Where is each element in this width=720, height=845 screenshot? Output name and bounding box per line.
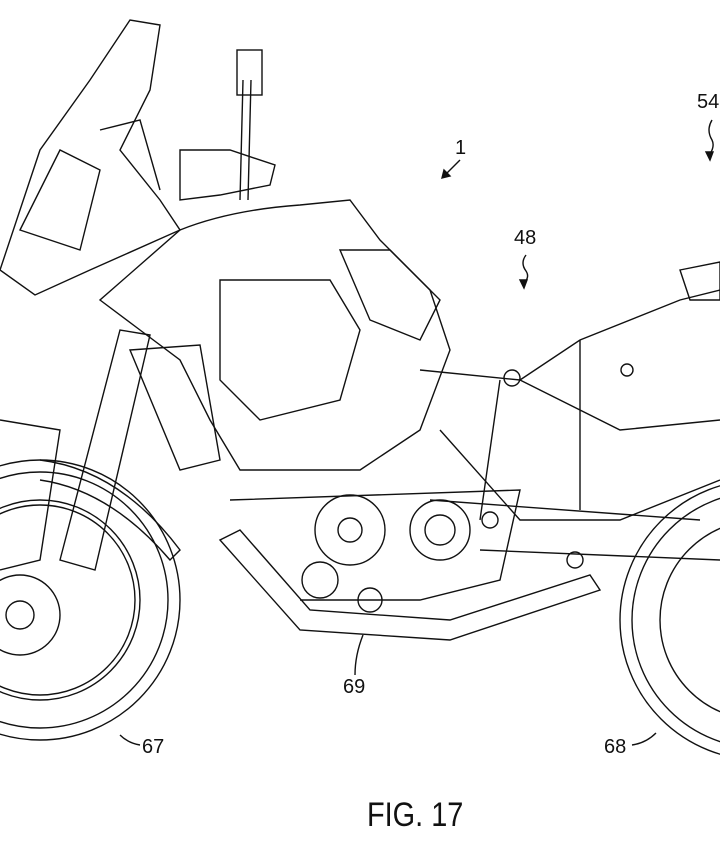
mirror: [236, 49, 263, 201]
label-vehicle: 1: [455, 137, 467, 159]
engine-guard: [218, 529, 602, 641]
engine: [229, 489, 521, 613]
windscreen-fairing: [0, 19, 182, 296]
front-wheel: [0, 459, 181, 741]
label-engine-guard: 69: [343, 676, 366, 698]
front-fork: [0, 329, 181, 571]
label-rear-wheel: 68: [604, 736, 627, 758]
figure-caption: FIG. 17: [367, 796, 464, 834]
label-frame: 48: [514, 227, 537, 249]
label-front-wheel: 67: [142, 736, 165, 758]
rear-wheel: [619, 485, 720, 755]
tank-and-body: [98, 149, 451, 471]
label-rear: 54: [697, 91, 720, 113]
rear-frame: [419, 261, 720, 569]
leader-lines: [119, 119, 715, 746]
